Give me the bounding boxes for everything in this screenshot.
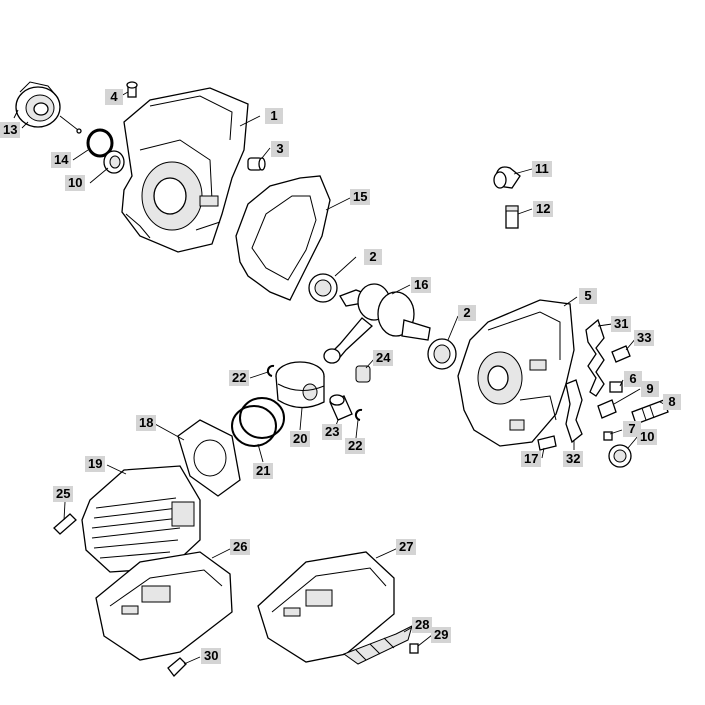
callout-22-right: 22: [345, 438, 366, 454]
part-22-circlip-left: [266, 364, 275, 377]
part-32-lever: [565, 379, 583, 444]
part-26-muffler: [95, 551, 233, 661]
part-18-cylinder-gasket: [177, 419, 241, 497]
part-20-piston: [275, 361, 325, 409]
part-10-oil-seal-right: [608, 444, 632, 468]
callout-18: 18: [136, 415, 157, 431]
callout-30: 30: [201, 648, 222, 664]
callout-17: 17: [521, 451, 542, 467]
part-30-screw: [167, 657, 187, 677]
callout-33: 33: [634, 330, 655, 346]
callout-13: 13: [0, 122, 21, 138]
part-13-starter-pulley: [13, 81, 82, 134]
callout-21: 21: [253, 463, 274, 479]
callout-19: 19: [85, 456, 106, 472]
callout-8: 8: [663, 394, 681, 410]
callout-14: 14: [51, 152, 72, 168]
part-17-screw: [537, 435, 557, 451]
part-3-plug: [247, 157, 266, 171]
callout-15: 15: [350, 189, 371, 205]
part-21-piston-rings: [231, 397, 285, 447]
callout-24: 24: [373, 350, 394, 366]
callout-23: 23: [322, 424, 343, 440]
callout-11: 11: [532, 161, 552, 177]
part-7-screw: [603, 431, 613, 441]
part-33-screw: [611, 345, 631, 363]
callout-1: 1: [265, 108, 283, 124]
part-23-piston-pin: [329, 394, 353, 421]
callout-10-right: 10: [637, 429, 658, 445]
part-22-circlip-right: [354, 408, 363, 421]
callout-22-left: 22: [229, 370, 250, 386]
part-11-oil-hose: [493, 166, 521, 189]
callout-26: 26: [230, 539, 251, 555]
part-8-stud: [631, 399, 669, 425]
part-5-crankcase: [457, 299, 575, 447]
part-15-gasket: [235, 175, 331, 301]
callout-20: 20: [290, 431, 311, 447]
callout-4: 4: [105, 89, 123, 105]
callout-27: 27: [396, 539, 417, 555]
part-25-screw: [53, 513, 77, 535]
part-12-filter: [505, 205, 519, 229]
part-28-screen: [342, 625, 413, 665]
callout-6: 6: [624, 371, 642, 387]
part-24-needle-cage: [355, 365, 371, 383]
part-31-spring: [585, 318, 605, 397]
part-9-screw: [597, 399, 617, 419]
callout-25: 25: [53, 486, 74, 502]
part-6-screw: [609, 381, 623, 393]
callout-2-upper: 2: [364, 249, 382, 265]
callout-3: 3: [271, 141, 289, 157]
part-29-screw: [409, 643, 419, 654]
callout-10-left: 10: [65, 175, 86, 191]
part-1-crankcase: [121, 87, 249, 253]
part-2-bearing-upper: [308, 273, 338, 303]
callout-9: 9: [641, 381, 659, 397]
part-4-screw: [126, 81, 138, 98]
part-2-bearing-lower: [427, 338, 457, 370]
callout-31: 31: [611, 316, 632, 332]
part-27-muffler: [257, 551, 395, 663]
callout-32: 32: [563, 451, 584, 467]
callout-12: 12: [533, 201, 554, 217]
callout-5: 5: [579, 288, 597, 304]
callout-7: 7: [623, 421, 641, 437]
part-14-o-ring: [86, 128, 114, 158]
callout-2-lower: 2: [458, 305, 476, 321]
callout-28: 28: [412, 617, 433, 633]
part-16-crankshaft: [323, 283, 431, 364]
part-10-oil-seal-left: [103, 150, 125, 174]
callout-29: 29: [431, 627, 452, 643]
callout-16: 16: [411, 277, 432, 293]
